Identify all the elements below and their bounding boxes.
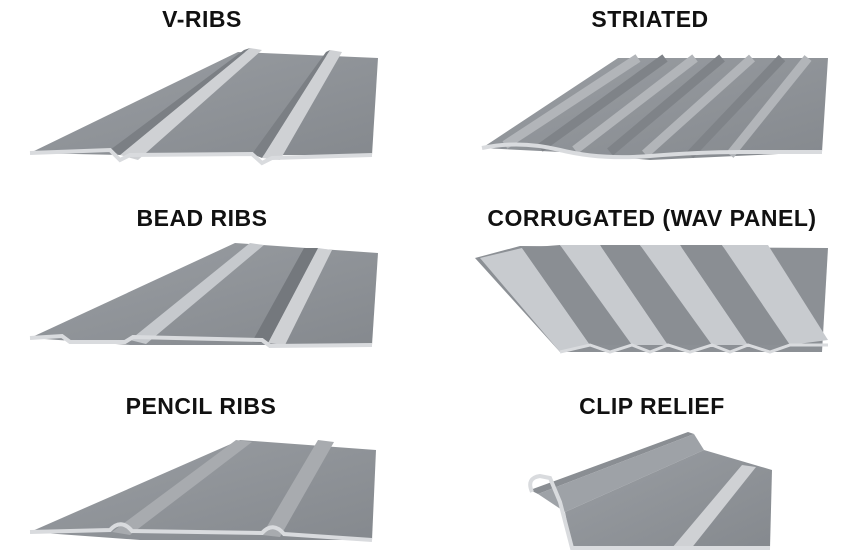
label-v-ribs: V-RIBS — [162, 6, 242, 32]
v-ribs-panel-icon — [29, 48, 378, 166]
bead-ribs-panel-icon — [29, 243, 378, 349]
label-clip-relief: CLIP RELIEF — [579, 393, 725, 419]
pencil-ribs-panel-icon — [29, 440, 376, 542]
clip-relief-panel-icon — [528, 432, 772, 550]
label-pencil-ribs: PENCIL RIBS — [125, 393, 277, 419]
corrugated-panel-icon — [475, 245, 828, 354]
label-bead-ribs: BEAD RIBS — [136, 205, 268, 231]
label-corrugated: CORRUGATED (WAV PANEL) — [487, 205, 817, 231]
label-striated: STRIATED — [591, 6, 709, 32]
striated-panel-icon — [481, 54, 828, 160]
